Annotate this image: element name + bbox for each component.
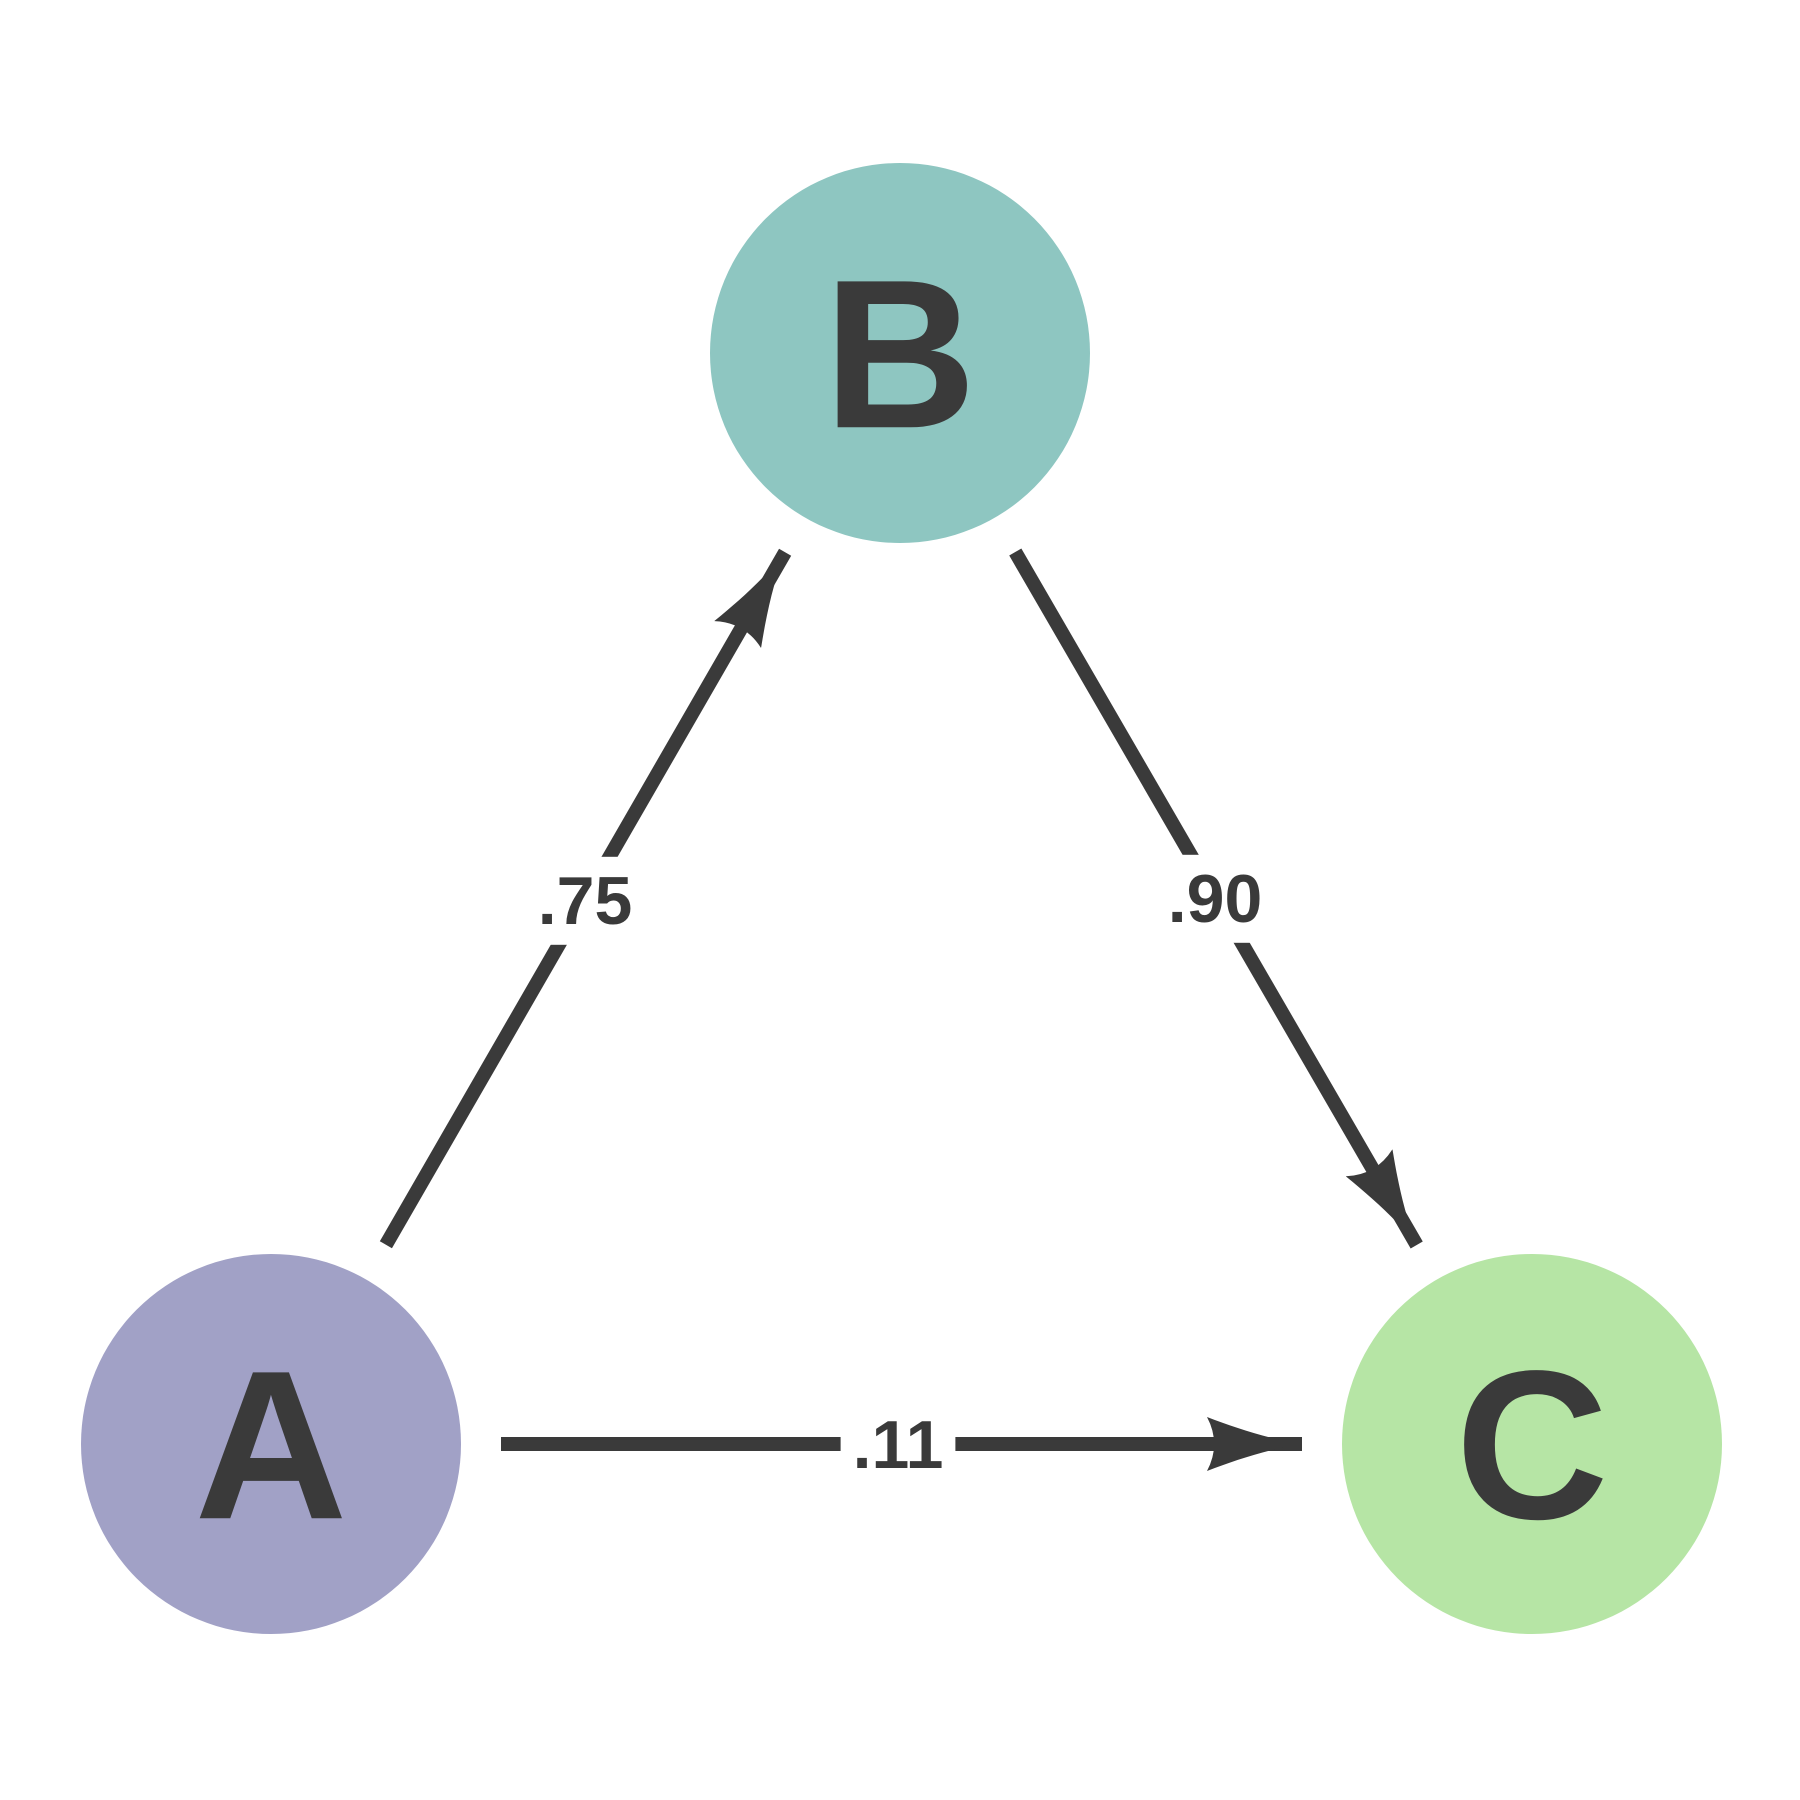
edge-A-B-label-bg [525, 856, 645, 945]
edge-A-C-label-bg [840, 1400, 956, 1489]
node-B-label: B [823, 235, 976, 472]
edge-B-C-label-bg [1155, 854, 1275, 943]
edge-B-C-weight-label: .90 [1168, 861, 1263, 937]
node-B-circle [710, 163, 1090, 543]
edge-A-B-weight-label: .75 [538, 863, 633, 939]
node-A-circle [81, 1254, 461, 1634]
node-A-label: A [194, 1326, 347, 1563]
node-C-circle [1342, 1254, 1722, 1634]
edge-A-C-weight-label: .11 [853, 1407, 944, 1483]
node-C-label: C [1455, 1326, 1608, 1563]
